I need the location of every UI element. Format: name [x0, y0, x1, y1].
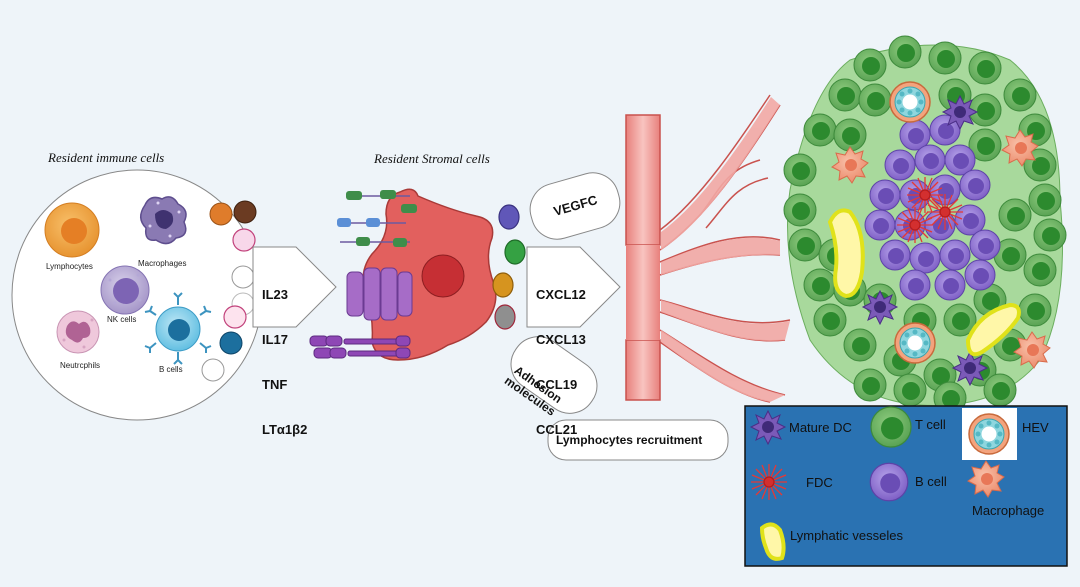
- chemokine-list: CXCL12 CXCL13 CCL19 CCL21: [536, 257, 586, 452]
- secreted-cells-column: [201, 200, 257, 382]
- hev-legend-icon: [968, 413, 1010, 455]
- legend-box: [744, 405, 1068, 567]
- legend-hev-label: HEV: [1022, 420, 1049, 435]
- legend-b-cell-label: B cell: [915, 474, 947, 489]
- recruitment-label: Lymphocytes recruitment: [556, 433, 703, 447]
- immune-cells-title: Resident immune cells: [48, 150, 165, 165]
- neutrophil-cell-icon: [56, 310, 100, 354]
- nk-cells-label: NK cells: [107, 315, 137, 324]
- cytokine-label: TNF: [262, 377, 288, 392]
- cytokine-list: IL23 IL17 TNF LTα1β2: [262, 257, 307, 452]
- cytokine-label: LTα1β2: [262, 422, 308, 437]
- cytokine-arrow: [252, 246, 337, 328]
- chemokine-label: CXCL13: [536, 332, 586, 347]
- stromal-cells-title: Resident Stromal cells: [374, 151, 490, 166]
- fdc-legend-icon: [750, 463, 788, 501]
- cytokine-label: IL23: [262, 287, 289, 302]
- legend-lymphatic-label: Lymphatic vesseles: [790, 528, 903, 543]
- nk-cell-icon: [100, 265, 150, 315]
- legend-fdc-label: FDC: [806, 475, 833, 490]
- chemokine-label: CXCL12: [536, 287, 586, 302]
- macrophages-label: Macrophages: [138, 259, 187, 268]
- chemokine-dots: [492, 204, 526, 330]
- cytokine-label: IL17: [262, 332, 289, 347]
- lymphocyte-cell-icon: [44, 202, 100, 258]
- macrophage-cell-icon: [140, 196, 187, 245]
- legend-macrophage-label: Macrophage: [972, 503, 1045, 518]
- lymphoid-structure: [783, 35, 1067, 415]
- legend-mature-dc-label: Mature DC: [789, 420, 852, 435]
- recruitment-pill: [547, 419, 729, 461]
- lymphatic-legend-icon: [759, 522, 786, 561]
- neutrophils-label: Neutrcphils: [60, 361, 101, 370]
- blood-vessels-icon: [625, 94, 791, 403]
- b-cells-label: B cells: [159, 365, 183, 374]
- legend-t-cell-label: T cell: [915, 417, 946, 432]
- b-cell-legend-icon: [869, 462, 909, 502]
- mature-dc-legend-icon: [750, 410, 786, 445]
- adhesion-bubble: [510, 336, 598, 414]
- lymphocytes-label: Lymphocytes: [46, 262, 93, 271]
- receptor-molecules-icon: [309, 190, 417, 359]
- t-cell-legend-icon: [870, 406, 912, 448]
- chemokine-arrow: [526, 246, 621, 328]
- b-cell-icon: [144, 292, 212, 365]
- immune-cells-circle: [11, 169, 263, 421]
- chemokine-label: CCL19: [536, 377, 578, 392]
- vegfc-bubble: [529, 172, 621, 240]
- chemokine-label: CCL21: [536, 422, 578, 437]
